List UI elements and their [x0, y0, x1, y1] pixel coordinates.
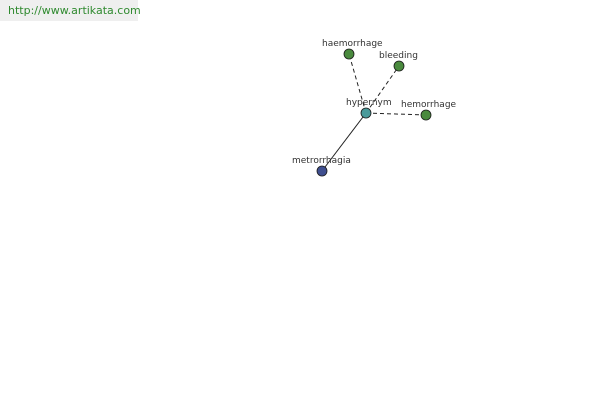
edges-layer	[321, 53, 427, 172]
edge-hypernym-metrorrhagia	[321, 112, 367, 172]
node-label-hemorrhage[interactable]: hemorrhage	[401, 100, 457, 110]
edge-hypernym-bleeding	[365, 65, 400, 114]
node-label-hypernym[interactable]: hypernym	[346, 98, 392, 108]
node-hypernym[interactable]	[360, 107, 372, 119]
node-label-bleeding[interactable]: bleeding	[379, 51, 418, 61]
edge-hypernym-haemorrhage	[348, 53, 367, 114]
node-bleeding[interactable]	[393, 60, 405, 72]
node-metrorrhagia[interactable]	[316, 165, 328, 177]
nodes-layer	[316, 48, 432, 177]
labels-layer: hypernym haemorrhage bleeding hemorrhage met…	[292, 39, 457, 166]
node-hemorrhage[interactable]	[420, 109, 432, 121]
node-label-metrorrhagia[interactable]: metrorrhagia	[292, 156, 351, 166]
url-banner: http://www.artikata.com	[0, 0, 141, 21]
edge-hypernym-hemorrhage	[365, 112, 427, 116]
node-label-haemorrhage[interactable]: haemorrhage	[322, 39, 383, 49]
node-haemorrhage[interactable]	[343, 48, 355, 60]
site-url-link[interactable]: http://www.artikata.com	[8, 4, 141, 17]
